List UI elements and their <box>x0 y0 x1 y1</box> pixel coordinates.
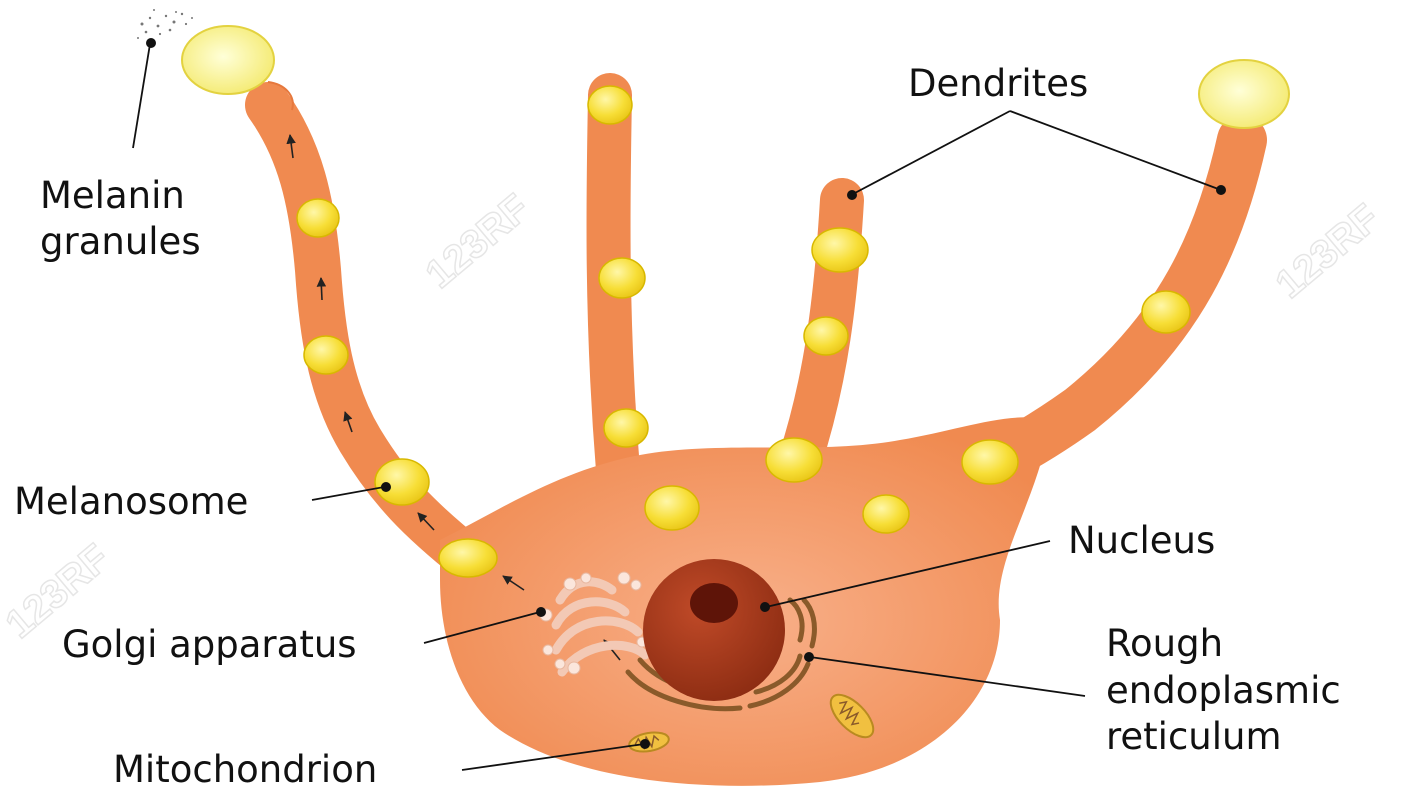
melanosome <box>766 438 822 482</box>
nucleus-body <box>643 559 785 701</box>
melanosome <box>375 459 429 505</box>
melanin-granule-cloud <box>137 9 193 39</box>
label-melanin-granules-line1: Melanin <box>40 174 185 217</box>
melanosome <box>439 539 497 577</box>
label-melanin-granules-line2: granules <box>40 220 201 263</box>
tip-vesicle-right <box>1199 60 1289 128</box>
melanosome <box>962 440 1018 484</box>
label-rough-er-line1: Rough <box>1106 622 1223 665</box>
nucleolus <box>690 583 738 623</box>
label-mitochondrion: Mitochondrion <box>113 748 377 791</box>
label-rough-er-line3: reticulum <box>1106 715 1282 758</box>
melanosome <box>1142 291 1190 333</box>
melanosome <box>297 199 339 237</box>
melanosome <box>863 495 909 533</box>
label-nucleus: Nucleus <box>1068 519 1215 562</box>
watermark-text: 123RF <box>1268 196 1388 307</box>
melanosome <box>304 336 348 374</box>
melanosome <box>804 317 848 355</box>
melanosome <box>645 486 699 530</box>
label-rough-er-line2: endoplasmic <box>1106 669 1341 712</box>
label-dendrites: Dendrites <box>908 62 1088 105</box>
dendrite-1 <box>268 105 470 560</box>
label-golgi-apparatus: Golgi apparatus <box>62 623 357 666</box>
label-melanosome: Melanosome <box>14 480 248 523</box>
melanosome <box>604 409 648 447</box>
nucleus <box>643 559 785 701</box>
melanosome <box>599 258 645 298</box>
arrow <box>321 278 322 300</box>
melanosome <box>812 228 868 272</box>
tip-vesicle-left <box>182 26 274 94</box>
melanosome <box>588 86 632 124</box>
watermark-text: 123RF <box>418 186 538 297</box>
